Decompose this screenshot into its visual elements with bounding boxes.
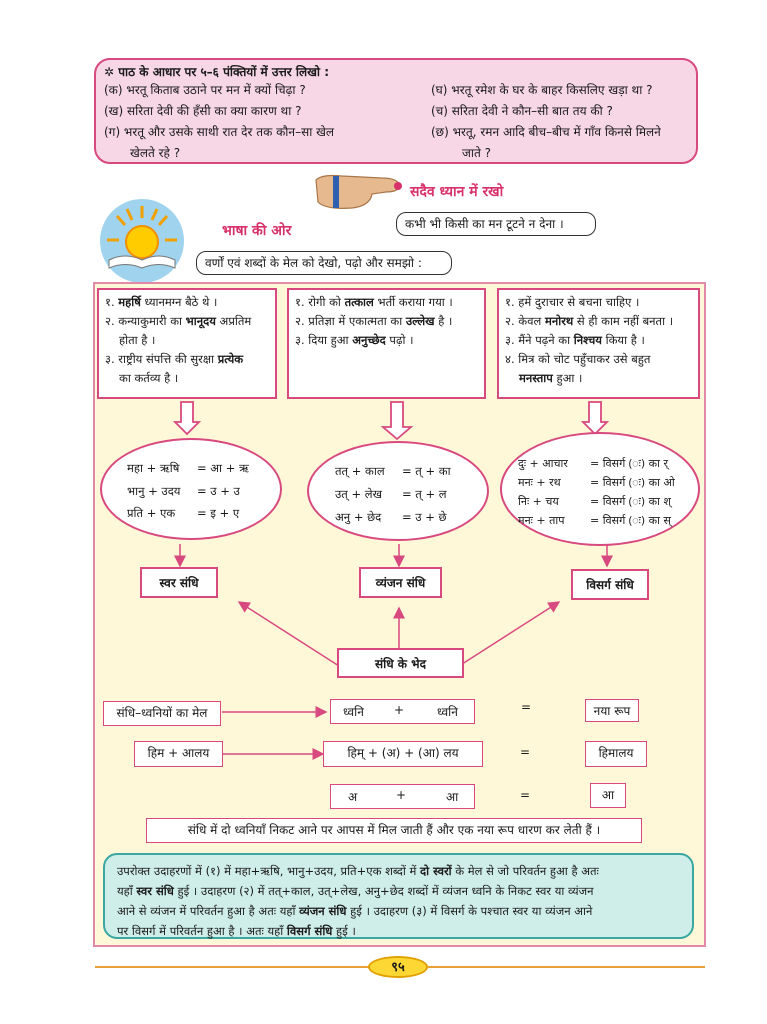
visarg-ex-4-right: = विसर्ग (ः) का स् (590, 514, 671, 527)
oval-visarg-sandhi (500, 432, 700, 546)
vyanjan-ex-1-left: तत् + काल (335, 464, 385, 478)
swar-ex-1-right: = आ + ऋ (197, 461, 249, 475)
swar-ex-3-left: प्रति + एक (127, 506, 176, 520)
visarg-ex-4-left: मनः + ताप (518, 514, 565, 527)
dhvani-b: ध्वनि (437, 705, 458, 719)
aa-result-box: आ (590, 783, 626, 808)
swar-ex-3-right: = इ + ए (197, 506, 240, 520)
bhasha-title: भाषा की ओर (222, 223, 292, 239)
example-box-visarg: १. हमें दुराचार से बचना चाहिए । २. केवल … (497, 288, 700, 399)
a-plus-aa-box (330, 784, 475, 809)
vyanjan-ex-3-right: = उ + छे (402, 510, 447, 524)
question-ga: (ग) भरतू और उसके साथी रात देर तक कौन–सा … (104, 125, 335, 139)
row3-equals: = (520, 788, 531, 802)
dhvani-plus-dhvani-box (330, 699, 475, 724)
connector-arrows (172, 401, 613, 667)
row3-plus: + (396, 788, 407, 802)
swar-sandhi-box: स्वर संधि (140, 567, 218, 598)
dhvani-a: ध्वनि (343, 705, 364, 719)
bhasha-instruction: वर्णों एवं शब्दों के मेल को देखो, पढ़ो औ… (196, 251, 452, 275)
vyanjan-ex-1-right: = त् + का (402, 464, 451, 478)
vyanjan-ex-3-left: अनु + छेद (335, 510, 382, 524)
visarg-ex-1-left: दुः + आचार (518, 457, 568, 470)
swar-ex-1-left: महा + ऋषि (127, 461, 180, 475)
visarg-sandhi-box: विसर्ग संधि (571, 569, 649, 600)
vyanjan-ex-2-left: उत् + लेख (335, 487, 383, 501)
sandhi-dhvaniyon-mel-box: संधि–ध्वनियों का मेल (103, 701, 221, 726)
row3-aa: आ (446, 790, 459, 804)
summary-box: उपरोक्त उदाहरणों में (१) में महा+ऋषि, भा… (103, 853, 694, 939)
formula-arrows (220, 706, 328, 760)
question-gha: (घ) भरतू रमेश के घर के बाहर किसलिए खड़ा … (431, 83, 653, 97)
questions-box (94, 58, 698, 164)
footer-line-right (428, 966, 705, 968)
visarg-ex-2-right: = विसर्ग (ः) का ओ (590, 476, 675, 489)
example-box-swar: १. महर्षि ध्यानमग्न बैठे थे । २. कन्याकु… (97, 288, 277, 399)
question-chha: (छ) भरतू, रमन आदि बीच–बीच में गाँव किनसे… (431, 125, 661, 139)
footer-line-left (95, 966, 369, 968)
him-alay-box: हिम + आलय (134, 741, 223, 767)
question-cha: (च) सरिता देवी ने कौन–सी बात तय की ? (431, 104, 613, 118)
naya-roop-box: नया रूप (585, 699, 639, 722)
him-breakdown-box: हिम् + (अ) + (आ) लय (323, 741, 483, 767)
row2-equals: = (520, 745, 531, 759)
visarg-ex-1-right: = विसर्ग (ः) का र् (590, 457, 668, 470)
vyanjan-ex-2-right: = त् + ल (402, 487, 447, 501)
question-ka: (क) भरतू किताब उठाने पर मन में क्यों चिढ… (104, 83, 306, 97)
oval-swar-sandhi (100, 438, 282, 540)
himalay-box: हिमालय (585, 741, 647, 767)
sun-book-icon (100, 199, 184, 283)
page-number: ९५ (368, 956, 428, 978)
question-kha: (ख) सरिता देवी की हँसी का क्या कारण था ? (104, 104, 302, 118)
visarg-ex-3-right: = विसर्ग (ः) का श् (590, 495, 671, 508)
question-chha-cont: जाते ? (462, 146, 492, 160)
example-box-vyanjan: १. रोगी को तत्काल भर्ती कराया गया । २. प… (287, 288, 486, 399)
row3-a: अ (348, 790, 358, 804)
swar-ex-2-left: भानु + उदय (127, 484, 181, 498)
row1-plus: + (394, 703, 405, 717)
question-ga-cont: खेलते रहे ? (130, 146, 181, 160)
swar-ex-2-right: = उ + उ (197, 484, 240, 498)
pointing-finger-icon (315, 174, 402, 209)
sandhi-definition: संधि में दो ध्वनियाँ निकट आने पर आपस में… (146, 818, 642, 843)
visarg-ex-3-left: निः + चय (518, 495, 559, 508)
questions-heading: ✲ पाठ के आधार पर ५–६ पंक्तियों में उत्तर… (104, 65, 329, 79)
vyanjan-sandhi-box: व्यंजन संधि (359, 567, 442, 598)
remember-text: कभी भी किसी का मन टूटने न देना । (396, 212, 596, 236)
remember-title: सदैव ध्यान में रखो (410, 184, 504, 200)
visarg-ex-2-left: मनः + रथ (518, 476, 561, 489)
oval-vyanjan-sandhi (307, 441, 489, 541)
row1-equals: = (521, 700, 532, 714)
sandhi-bhed-box: संधि के भेद (337, 648, 464, 678)
